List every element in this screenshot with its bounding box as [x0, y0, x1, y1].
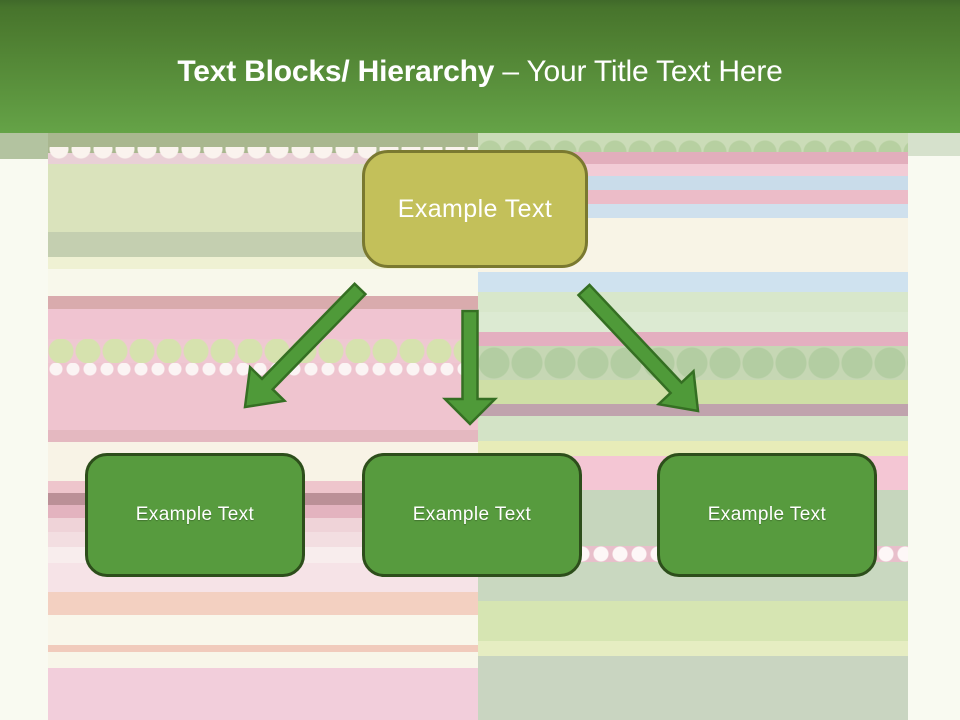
slide-header: [0, 0, 960, 133]
child-text-block-2-label: Example Text: [412, 504, 532, 525]
arrow-to-child-2[interactable]: [441, 309, 499, 426]
dot-pattern-row: [48, 339, 478, 363]
root-text-block[interactable]: Example Text: [362, 150, 588, 268]
slide-title: Text Blocks/ Hierarchy – Your Title Text…: [0, 0, 960, 133]
child-text-block-1-label: Example Text: [135, 504, 255, 525]
dot-pattern-row: [48, 363, 478, 376]
slide-title-subtitle: – Your Title Text Here: [502, 54, 783, 88]
child-text-block-1[interactable]: Example Text: [85, 453, 305, 577]
child-text-block-2[interactable]: Example Text: [362, 453, 582, 577]
circle-pattern-row: [478, 133, 908, 152]
child-text-block-3-label: Example Text: [707, 504, 827, 525]
left-margin-band: [0, 133, 48, 159]
slide-title-bold: Text Blocks/ Hierarchy: [177, 54, 503, 88]
right-margin-band: [908, 133, 960, 156]
arrow-to-child-3[interactable]: [576, 283, 700, 413]
child-text-block-3[interactable]: Example Text: [657, 453, 877, 577]
root-text-block-label: Example Text: [397, 194, 553, 223]
arrow-to-child-1[interactable]: [243, 282, 368, 409]
